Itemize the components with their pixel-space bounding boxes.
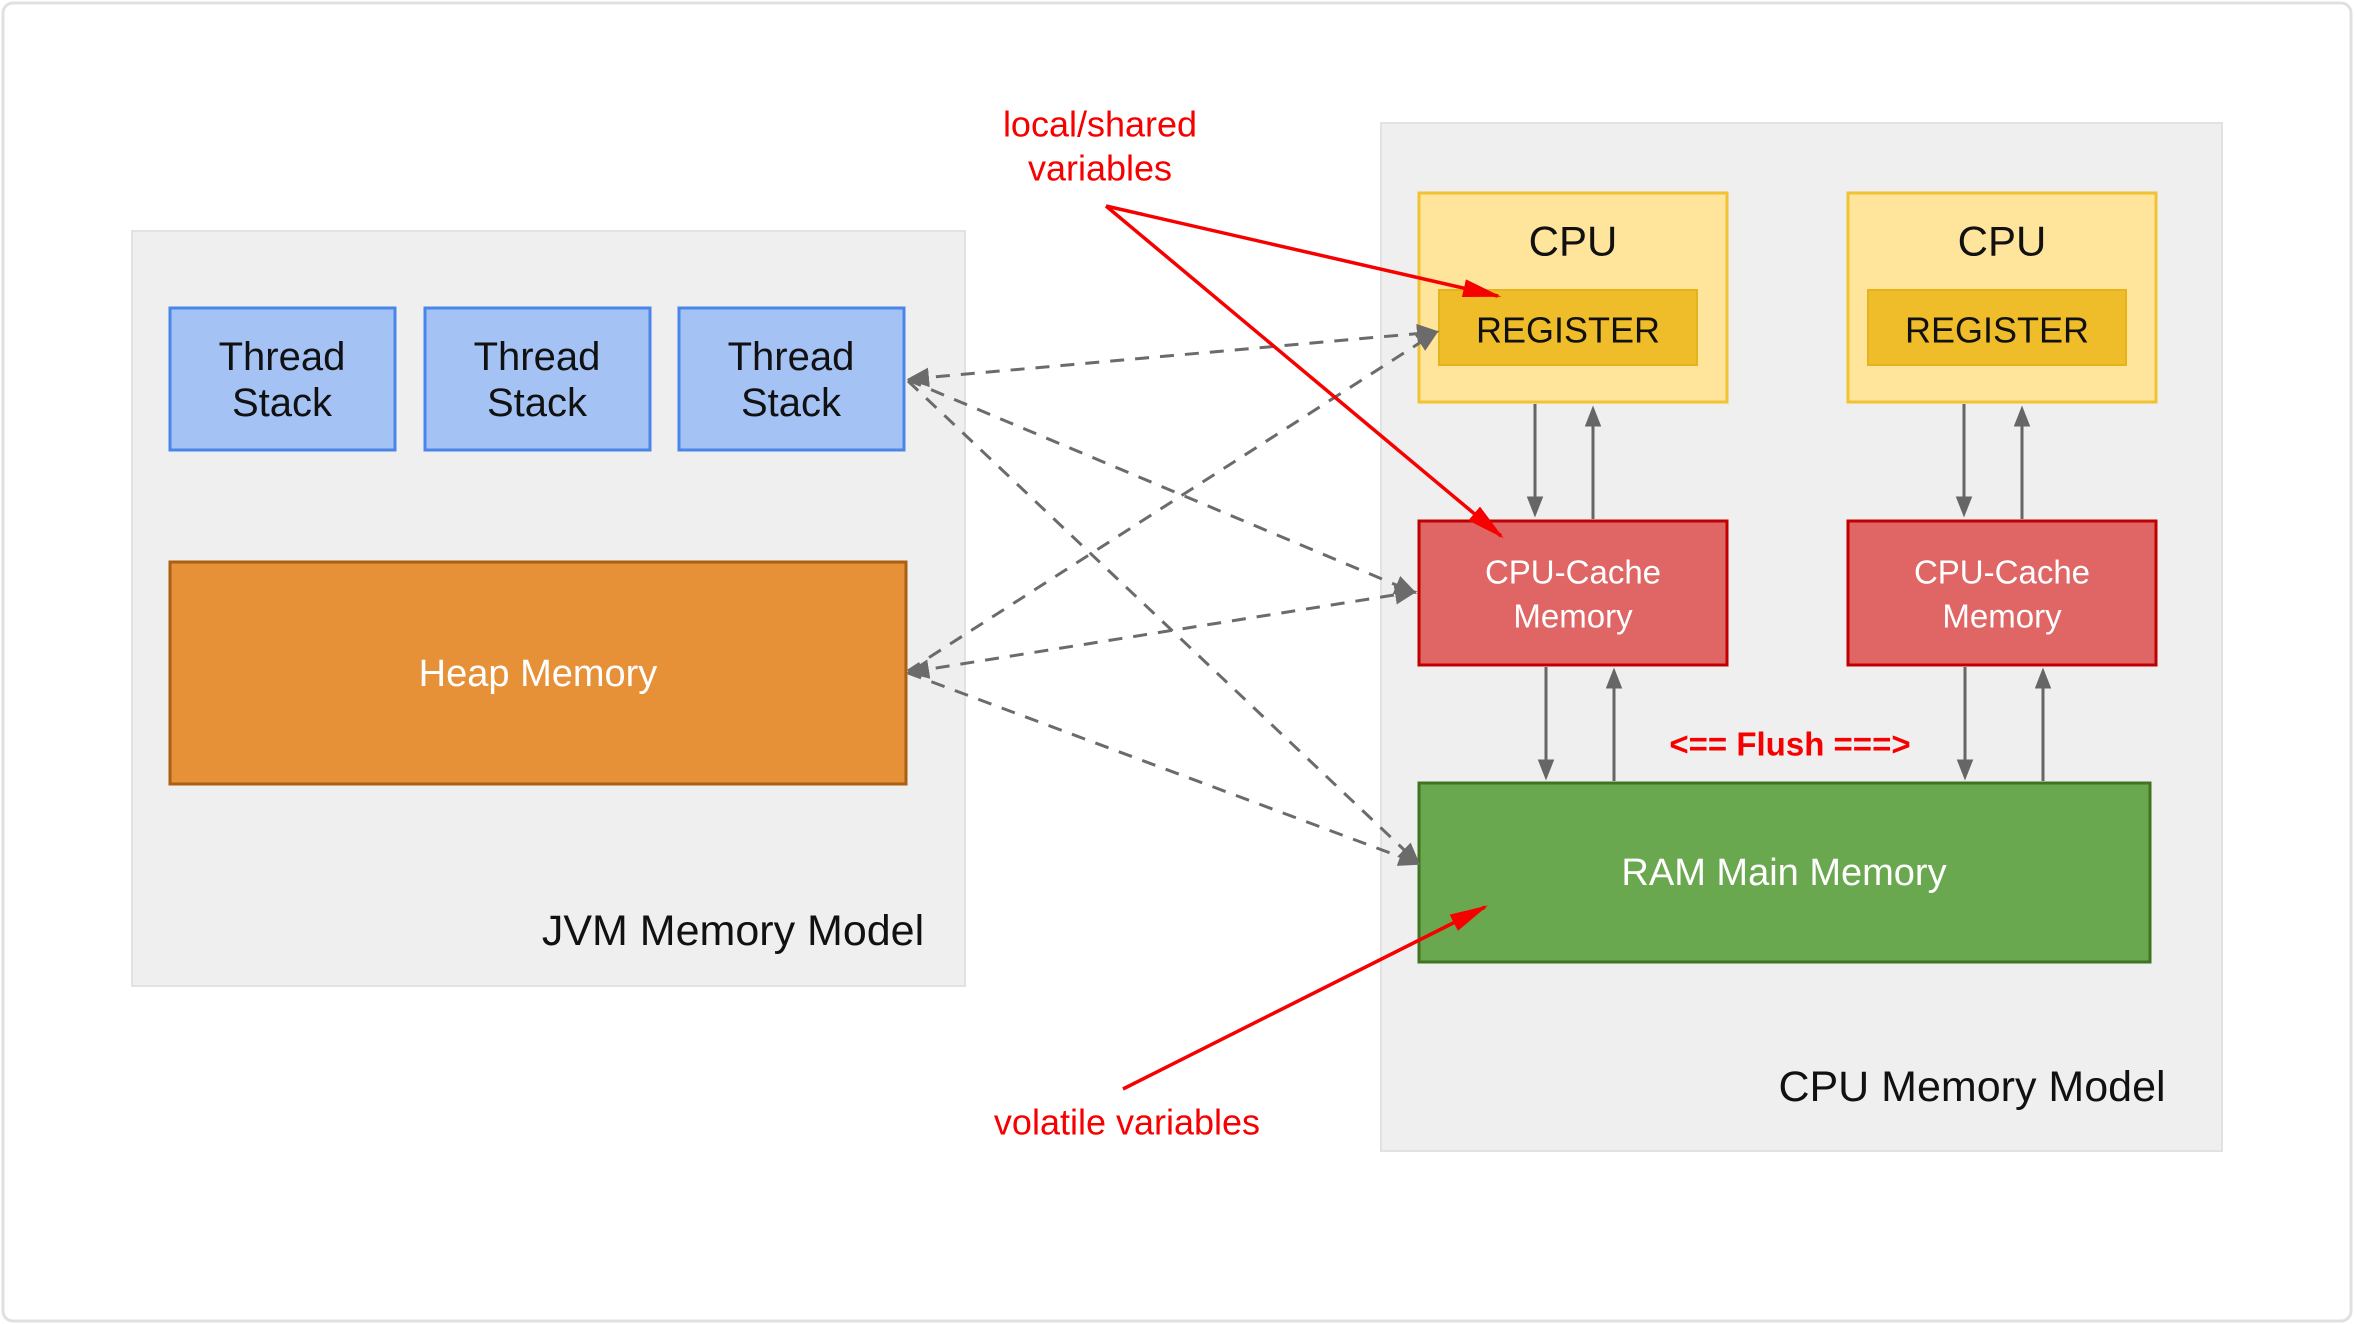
cpu-cache-label-line1: CPU-Cache: [1914, 554, 2090, 591]
cpu-label: CPU: [1958, 218, 2047, 265]
thread-stack-box-2: Thread Stack: [423, 306, 652, 452]
thread-stack-label-line1: Thread: [219, 335, 346, 379]
flush-label: <== Flush ===>: [1669, 726, 1910, 763]
cpu-cache-label-line2: Memory: [1513, 598, 1633, 635]
cpu-box-1: CPU REGISTER: [1417, 191, 1729, 404]
red-arrow-to-register: [1105, 204, 1502, 298]
cpu-cache-rect: [1417, 519, 1729, 667]
jvm-panel-title: JVM Memory Model: [542, 907, 924, 955]
thread-stack-label-line1: Thread: [474, 335, 601, 379]
red-arrow-to-cache: [1104, 204, 1504, 539]
local-shared-label-line1: local/shared: [1003, 104, 1197, 145]
volatile-label: volatile variables: [994, 1102, 1260, 1143]
cpu-cache-label-line1: CPU-Cache: [1485, 554, 1661, 591]
cpu-panel-title: CPU Memory Model: [1778, 1063, 2165, 1111]
thread-stack-box-1: Thread Stack: [168, 306, 397, 452]
cpu-box-2: CPU REGISTER: [1846, 191, 2158, 404]
cpu-panel: CPU REGISTER CPU REGISTER CPU-Cache Memo…: [1380, 122, 2223, 1152]
cpu-cache-rect: [1846, 519, 2158, 667]
dashed-arrows: [906, 323, 1440, 866]
cpu-cache-box-1: CPU-Cache Memory: [1417, 519, 1729, 667]
red-arrow-to-ram: [1122, 905, 1489, 1091]
cpu-label: CPU: [1529, 218, 1618, 265]
thread-stack-label-line2: Stack: [741, 381, 842, 425]
dashed-arrow-thread-cache: [907, 378, 1418, 595]
dashed-arrow-thread-register: [906, 323, 1440, 388]
heap-memory-box: Heap Memory: [168, 560, 908, 786]
thread-stack-rect: [168, 306, 397, 452]
thread-stack-box-3: Thread Stack: [677, 306, 906, 452]
register-rect: [1438, 289, 1698, 366]
thread-stack-label-line2: Stack: [487, 381, 588, 425]
ram-box: RAM Main Memory: [1417, 781, 2152, 964]
red-annotations: local/shared variables volatile variable…: [994, 104, 1504, 1143]
thread-stack-label-line1: Thread: [728, 335, 855, 379]
ram-rect: [1417, 781, 2152, 964]
heap-memory-label: Heap Memory: [419, 653, 658, 695]
solid-arrows: [1526, 404, 2052, 781]
thread-stack-label-line2: Stack: [232, 381, 333, 425]
register-label: REGISTER: [1905, 310, 2089, 351]
register-rect: [1867, 289, 2127, 366]
thread-stack-rect: [423, 306, 652, 452]
register-label: REGISTER: [1476, 310, 1660, 351]
cpu-cache-box-2: CPU-Cache Memory: [1846, 519, 2158, 667]
cpu-cache-label-line2: Memory: [1942, 598, 2062, 635]
local-shared-label-line2: variables: [1028, 148, 1172, 189]
thread-stack-rect: [677, 306, 906, 452]
heap-memory-rect: [168, 560, 908, 786]
jvm-panel: Thread Stack Thread Stack Thread Stack H…: [131, 230, 966, 987]
dashed-arrow-heap-cache: [906, 585, 1418, 679]
dashed-arrow-heap-ram: [907, 671, 1422, 866]
ram-label: RAM Main Memory: [1621, 852, 1946, 894]
